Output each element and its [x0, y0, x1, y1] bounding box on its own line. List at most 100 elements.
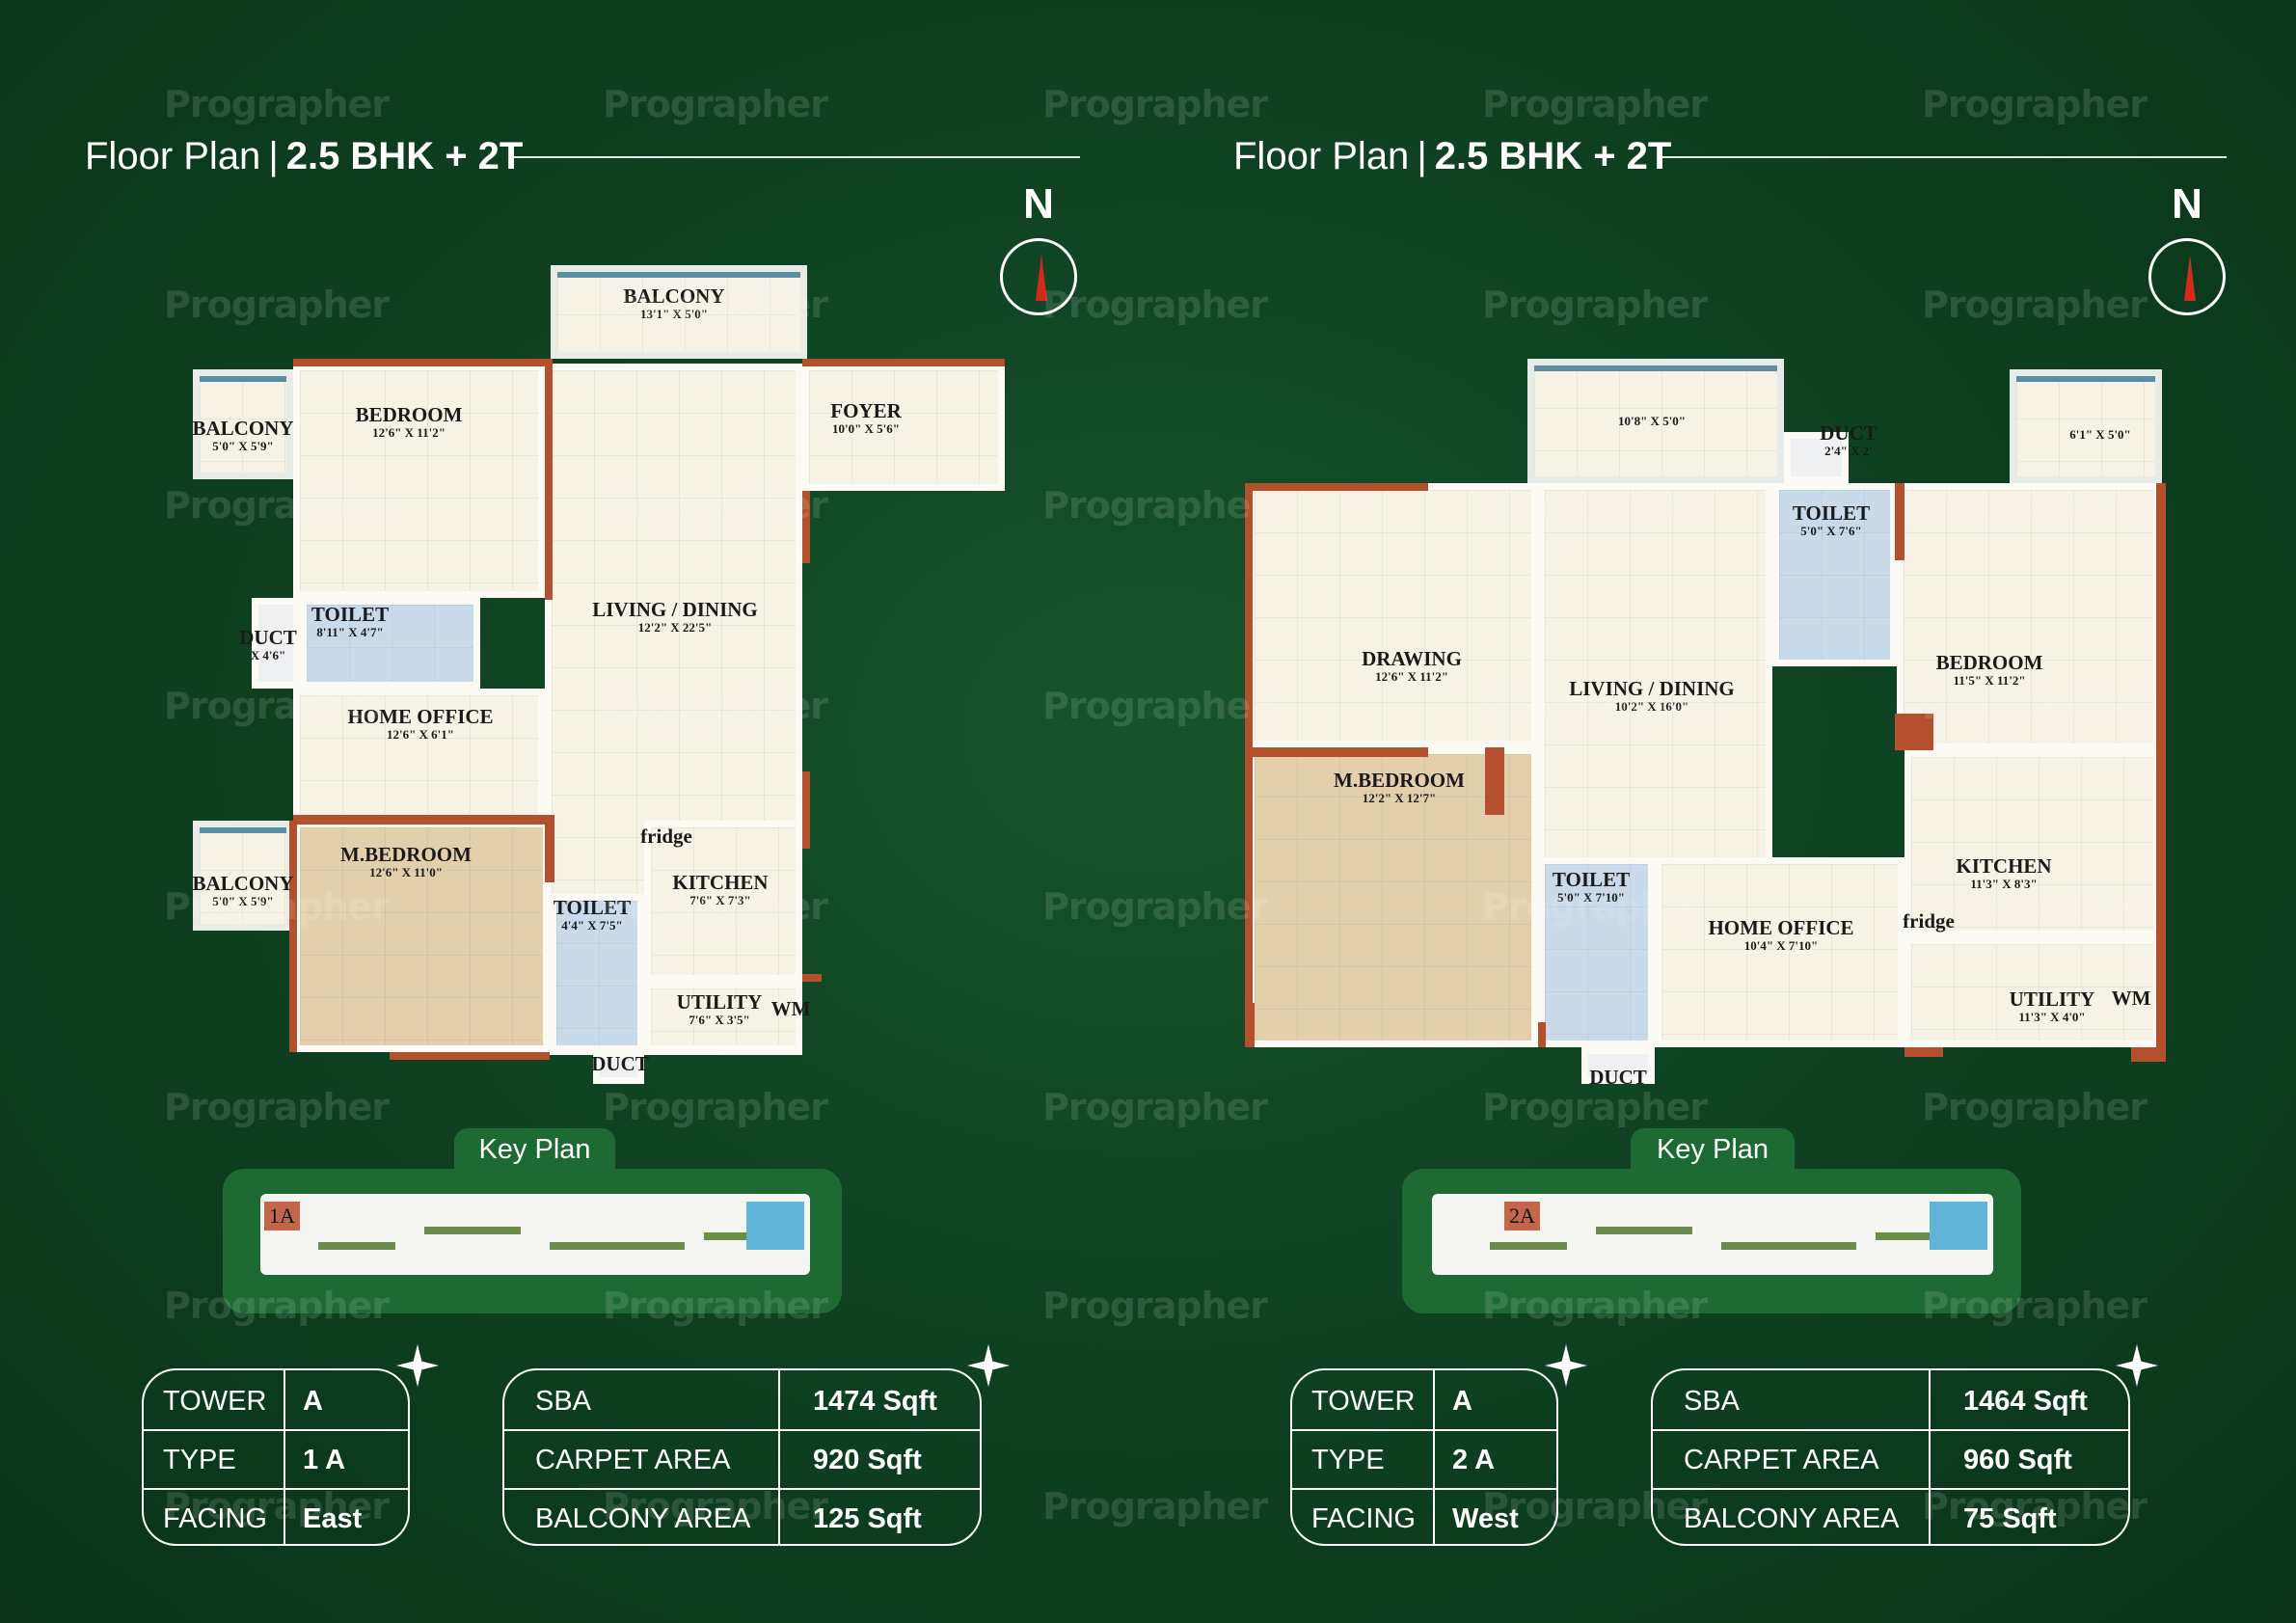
room-9	[293, 821, 550, 1052]
room-label: 6'1" X 5'0"	[2069, 427, 2131, 442]
row-value: West	[1452, 1502, 1519, 1534]
room-name: KITCHEN	[672, 871, 769, 894]
compass-north-label: N	[2172, 180, 2202, 228]
row-divider	[504, 1488, 980, 1490]
room-12	[644, 982, 802, 1052]
wall-segment	[545, 359, 553, 600]
row-divider	[144, 1488, 408, 1490]
row-value: A	[1452, 1385, 1472, 1417]
room-name: BALCONY	[192, 417, 294, 440]
room-name: HOME OFFICE	[347, 705, 494, 728]
watermark-text: Prographer	[1482, 83, 1708, 125]
room-dimensions: 5'0" X 7'10"	[1556, 890, 1626, 906]
compass-needle-icon	[2184, 255, 2196, 301]
floor-plan-title: Floor Plan|2.5 BHK + 2T	[1233, 135, 1671, 178]
title-bhk: 2.5 BHK + 2T	[285, 135, 524, 177]
wall-segment	[545, 540, 553, 579]
room-dimensions: 12'6" X 6'1"	[386, 727, 455, 743]
room-name: WM	[770, 997, 811, 1020]
room-name: LIVING / DINING	[1569, 677, 1735, 700]
room-1	[193, 369, 293, 479]
room-6	[1897, 483, 2160, 750]
room-6	[252, 598, 300, 689]
title-separator: |	[1417, 135, 1427, 177]
wall-segment	[1245, 1003, 1255, 1047]
compass-needle-icon	[1036, 255, 1047, 301]
room-dimensions: 12'2" X 12'7"	[1362, 791, 1437, 806]
wall-segment	[1245, 747, 1428, 757]
room-name: TOILET	[311, 603, 390, 626]
wall-segment	[802, 491, 810, 563]
row-value: A	[303, 1385, 323, 1417]
row-label: TYPE	[1311, 1444, 1385, 1475]
wall-segment	[1485, 747, 1504, 815]
room-0	[551, 265, 807, 359]
watermark-text: Prographer	[1042, 284, 1268, 326]
watermark-text: Prographer	[1042, 83, 1268, 125]
room-name: BALCONY	[623, 284, 725, 308]
room-dimensions: 12'6" X 11'2"	[372, 425, 446, 441]
row-value: East	[303, 1502, 363, 1534]
key-plan-pool	[746, 1202, 804, 1250]
key-plan-unit-marker: 2A	[1504, 1202, 1540, 1231]
column-divider	[778, 1370, 780, 1544]
room-8	[193, 821, 293, 931]
wall-segment	[545, 815, 554, 882]
room-name: DRAWING	[1362, 647, 1462, 670]
room-10	[550, 894, 644, 1052]
watermark-text: Prographer	[1042, 885, 1268, 928]
key-plan-green-strip	[1596, 1227, 1692, 1234]
wall-segment	[289, 821, 297, 1052]
room-name: LIVING / DINING	[592, 598, 758, 621]
room-7	[293, 689, 545, 821]
wall-segment	[1245, 483, 1428, 491]
room-name: BEDROOM	[355, 403, 463, 426]
room-1	[1784, 432, 1849, 483]
room-dimensions: 12'6" X 11'0"	[369, 865, 443, 880]
room-5	[300, 598, 480, 689]
room-name: DUCT	[1589, 1066, 1647, 1089]
key-plan-pool	[1930, 1202, 1987, 1250]
wall-segment	[1904, 1047, 1943, 1057]
watermark-text: Prographer	[164, 83, 390, 125]
column-divider	[1929, 1370, 1931, 1544]
room-name: M.BEDROOM	[340, 843, 472, 866]
room-name: BALCONY	[192, 872, 294, 895]
room-dimensions: 10'4" X 7'10"	[1743, 938, 1819, 954]
key-plan-tab: Key Plan	[454, 1128, 615, 1171]
watermark-text: Prographer	[164, 284, 390, 326]
row-divider	[1653, 1488, 2128, 1490]
watermark-text: Prographer	[1042, 1086, 1268, 1128]
room-10	[1904, 750, 2160, 937]
watermark-text: Prographer	[1482, 284, 1708, 326]
room-name: UTILITY	[2009, 987, 2095, 1011]
key-plan-tab: Key Plan	[1631, 1128, 1795, 1171]
row-divider	[504, 1429, 980, 1431]
watermark-text: Prographer	[164, 1086, 390, 1128]
room-dimensions: 5'0" X 5'9"	[212, 439, 274, 454]
wall-segment	[1895, 714, 1933, 750]
key-plan-green-strip	[550, 1242, 685, 1250]
watermark-text: Prographer	[603, 1086, 828, 1128]
room-12	[1904, 937, 2160, 1047]
row-value: 75 Sqft	[1963, 1502, 2057, 1534]
room-2	[293, 364, 545, 598]
row-value: 1474 Sqft	[813, 1385, 937, 1417]
